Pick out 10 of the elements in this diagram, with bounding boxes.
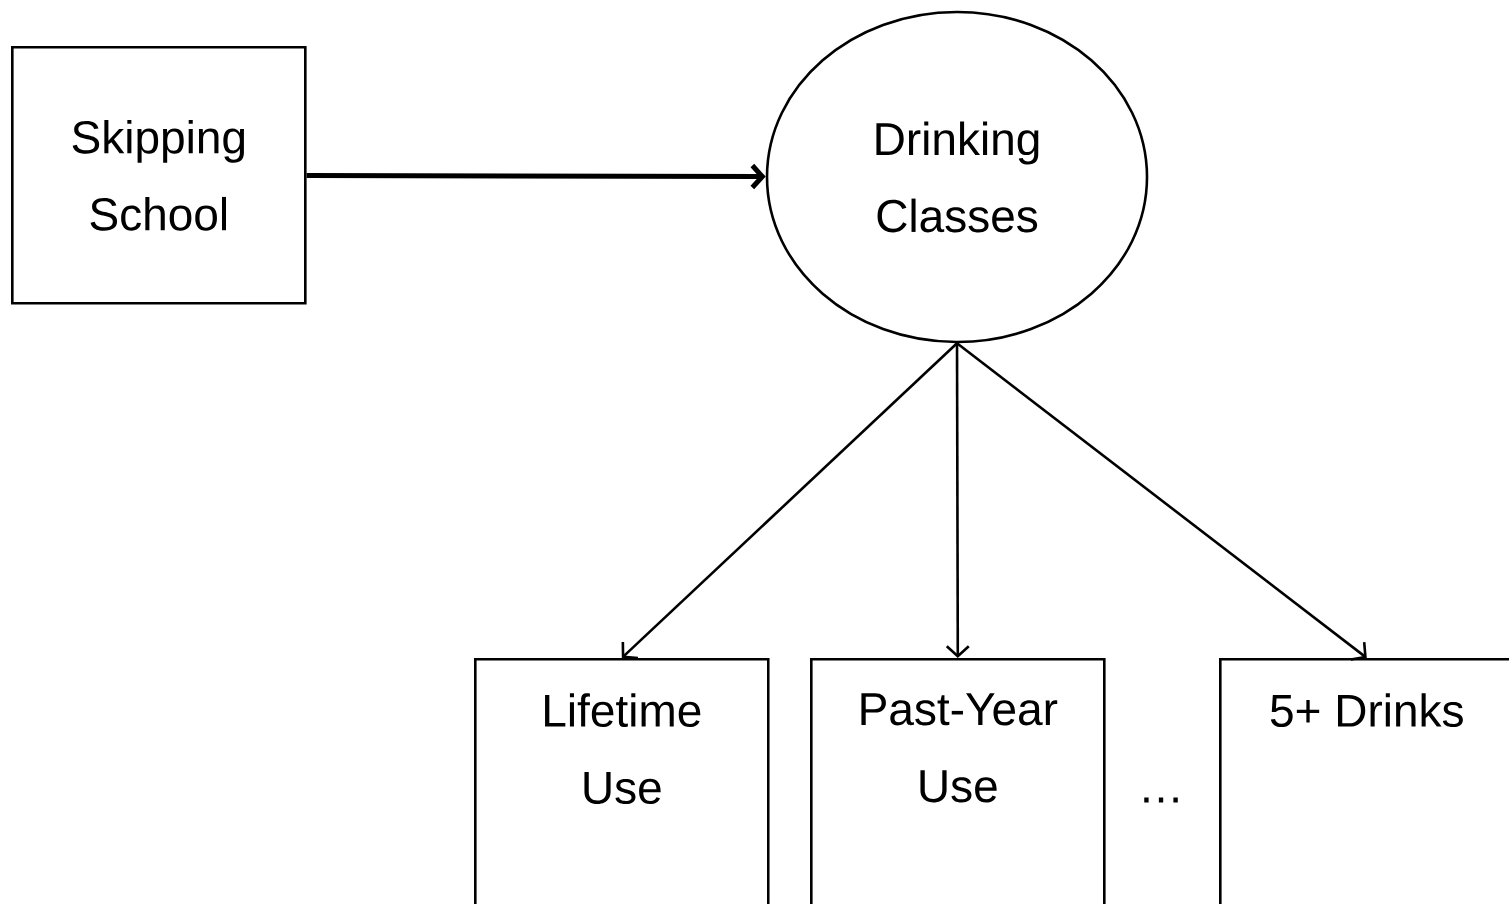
ellipsis: … (1144, 797, 1178, 803)
process-box: Skipping School (11, 46, 307, 305)
arrow (306, 163, 766, 190)
ellipse-node: Drinking Classes (765, 10, 1149, 344)
process-box: Past-Year Use (810, 658, 1106, 904)
arrow (621, 342, 958, 660)
process-box: 5+ Drinks (1219, 658, 1509, 904)
process-box: Lifetime Use (474, 658, 770, 904)
arrow (956, 342, 1367, 661)
arrow (945, 343, 970, 658)
